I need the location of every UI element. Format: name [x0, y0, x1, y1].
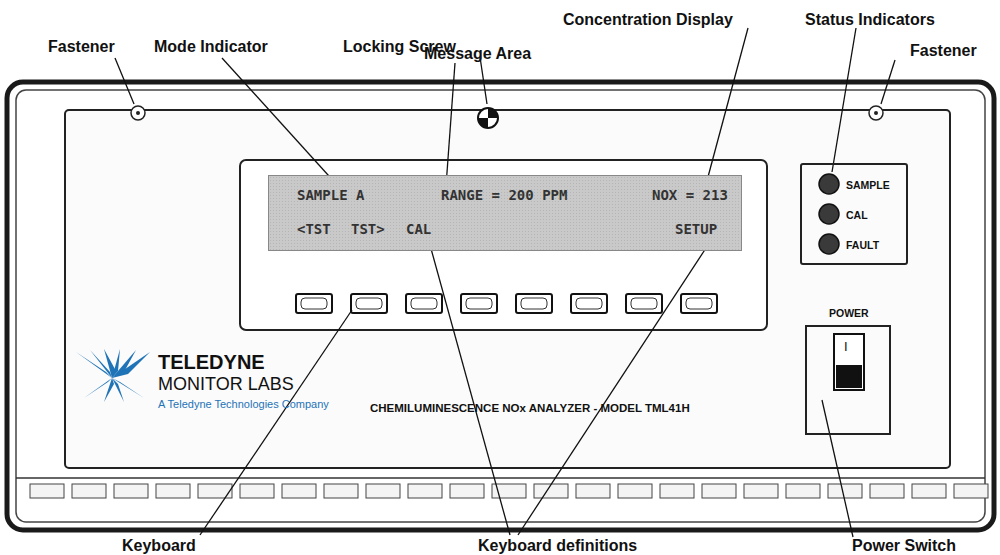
grille-slot	[618, 484, 652, 498]
grille-slot	[954, 484, 988, 498]
key-cap	[576, 298, 602, 309]
key	[461, 294, 497, 313]
grille-slot	[912, 484, 946, 498]
status-indicator-box: SAMPLE CAL FAULT	[800, 163, 908, 265]
grille-slot	[366, 484, 400, 498]
switch-mark: I	[844, 340, 848, 354]
display-frame	[240, 160, 767, 330]
grille-slot	[576, 484, 610, 498]
brand-name: TELEDYNE	[158, 351, 265, 373]
status-label: FAULT	[846, 240, 879, 252]
concentration-text: NOX = 213	[652, 188, 728, 203]
message-text: RANGE = 200 PPM	[441, 188, 567, 203]
grille-slot	[702, 484, 736, 498]
grille-slot	[114, 484, 148, 498]
key-cap	[631, 298, 657, 309]
key	[406, 294, 442, 313]
grille-slot	[72, 484, 106, 498]
key	[296, 294, 332, 313]
grille-slot	[30, 484, 64, 498]
fastener	[869, 106, 883, 120]
callout-label: Message Area	[424, 45, 531, 63]
power-switch	[834, 334, 864, 390]
logo-mark	[76, 349, 150, 402]
callout-label: Mode Indicator	[154, 38, 268, 56]
leader-lines	[115, 28, 895, 537]
key-cap	[686, 298, 712, 309]
callout-label: Fastener	[48, 38, 115, 56]
key	[626, 294, 662, 313]
callout-label: Power Switch	[852, 537, 956, 555]
power-box: POWER	[805, 325, 891, 435]
key-definition: CAL	[406, 222, 431, 237]
brand-tagline: A Teledyne Technologies Company	[158, 398, 329, 410]
housing-inner-edge	[16, 90, 985, 522]
key-definition: TST>	[351, 222, 385, 237]
keyboard	[296, 294, 717, 313]
mode-indicator-text: SAMPLE A	[297, 188, 364, 203]
key-definition: <TST	[297, 222, 331, 237]
key-cap	[466, 298, 492, 309]
callout-label: Fastener	[910, 42, 977, 60]
fastener	[136, 111, 140, 115]
grille-slot	[324, 484, 358, 498]
grille-slot	[828, 484, 862, 498]
key	[516, 294, 552, 313]
key-cap	[356, 298, 382, 309]
lcd-display: SAMPLE A RANGE = 200 PPM NOX = 213 <TST TST>…	[268, 175, 742, 251]
callout-label: Keyboard	[122, 537, 196, 555]
grille-slot	[408, 484, 442, 498]
housing	[7, 82, 994, 530]
status-label: CAL	[846, 210, 868, 222]
locking-screw	[478, 108, 498, 128]
grille-slot	[786, 484, 820, 498]
key-cap	[411, 298, 437, 309]
key	[681, 294, 717, 313]
key	[571, 294, 607, 313]
grille-slot	[282, 484, 316, 498]
key-definition: SETUP	[675, 222, 717, 237]
grille-slot	[534, 484, 568, 498]
grille-slot	[240, 484, 274, 498]
callout-label: Concentration Display	[563, 11, 733, 29]
status-leds	[819, 174, 839, 254]
key-cap	[521, 298, 547, 309]
front-panel	[65, 110, 950, 468]
brand-subname: MONITOR LABS	[158, 375, 294, 395]
callout-label: Status Indicators	[805, 11, 935, 29]
status-label: SAMPLE	[846, 180, 890, 192]
fastener	[131, 106, 145, 120]
front-panel-node: TELEDYNEMONITOR LABS A Teledyne Technolog…	[65, 110, 950, 468]
grille-slot	[870, 484, 904, 498]
power-label: POWER	[829, 308, 869, 320]
grille-slot	[450, 484, 484, 498]
grille-slot	[156, 484, 190, 498]
model-name: CHEMILUMINESCENCE NOx ANALYZER - MODEL T…	[370, 402, 690, 415]
grille-slot	[744, 484, 778, 498]
key-cap	[301, 298, 327, 309]
grille-slot	[660, 484, 694, 498]
callout-label: Keyboard definitions	[478, 537, 637, 555]
fastener	[874, 111, 878, 115]
key	[351, 294, 387, 313]
